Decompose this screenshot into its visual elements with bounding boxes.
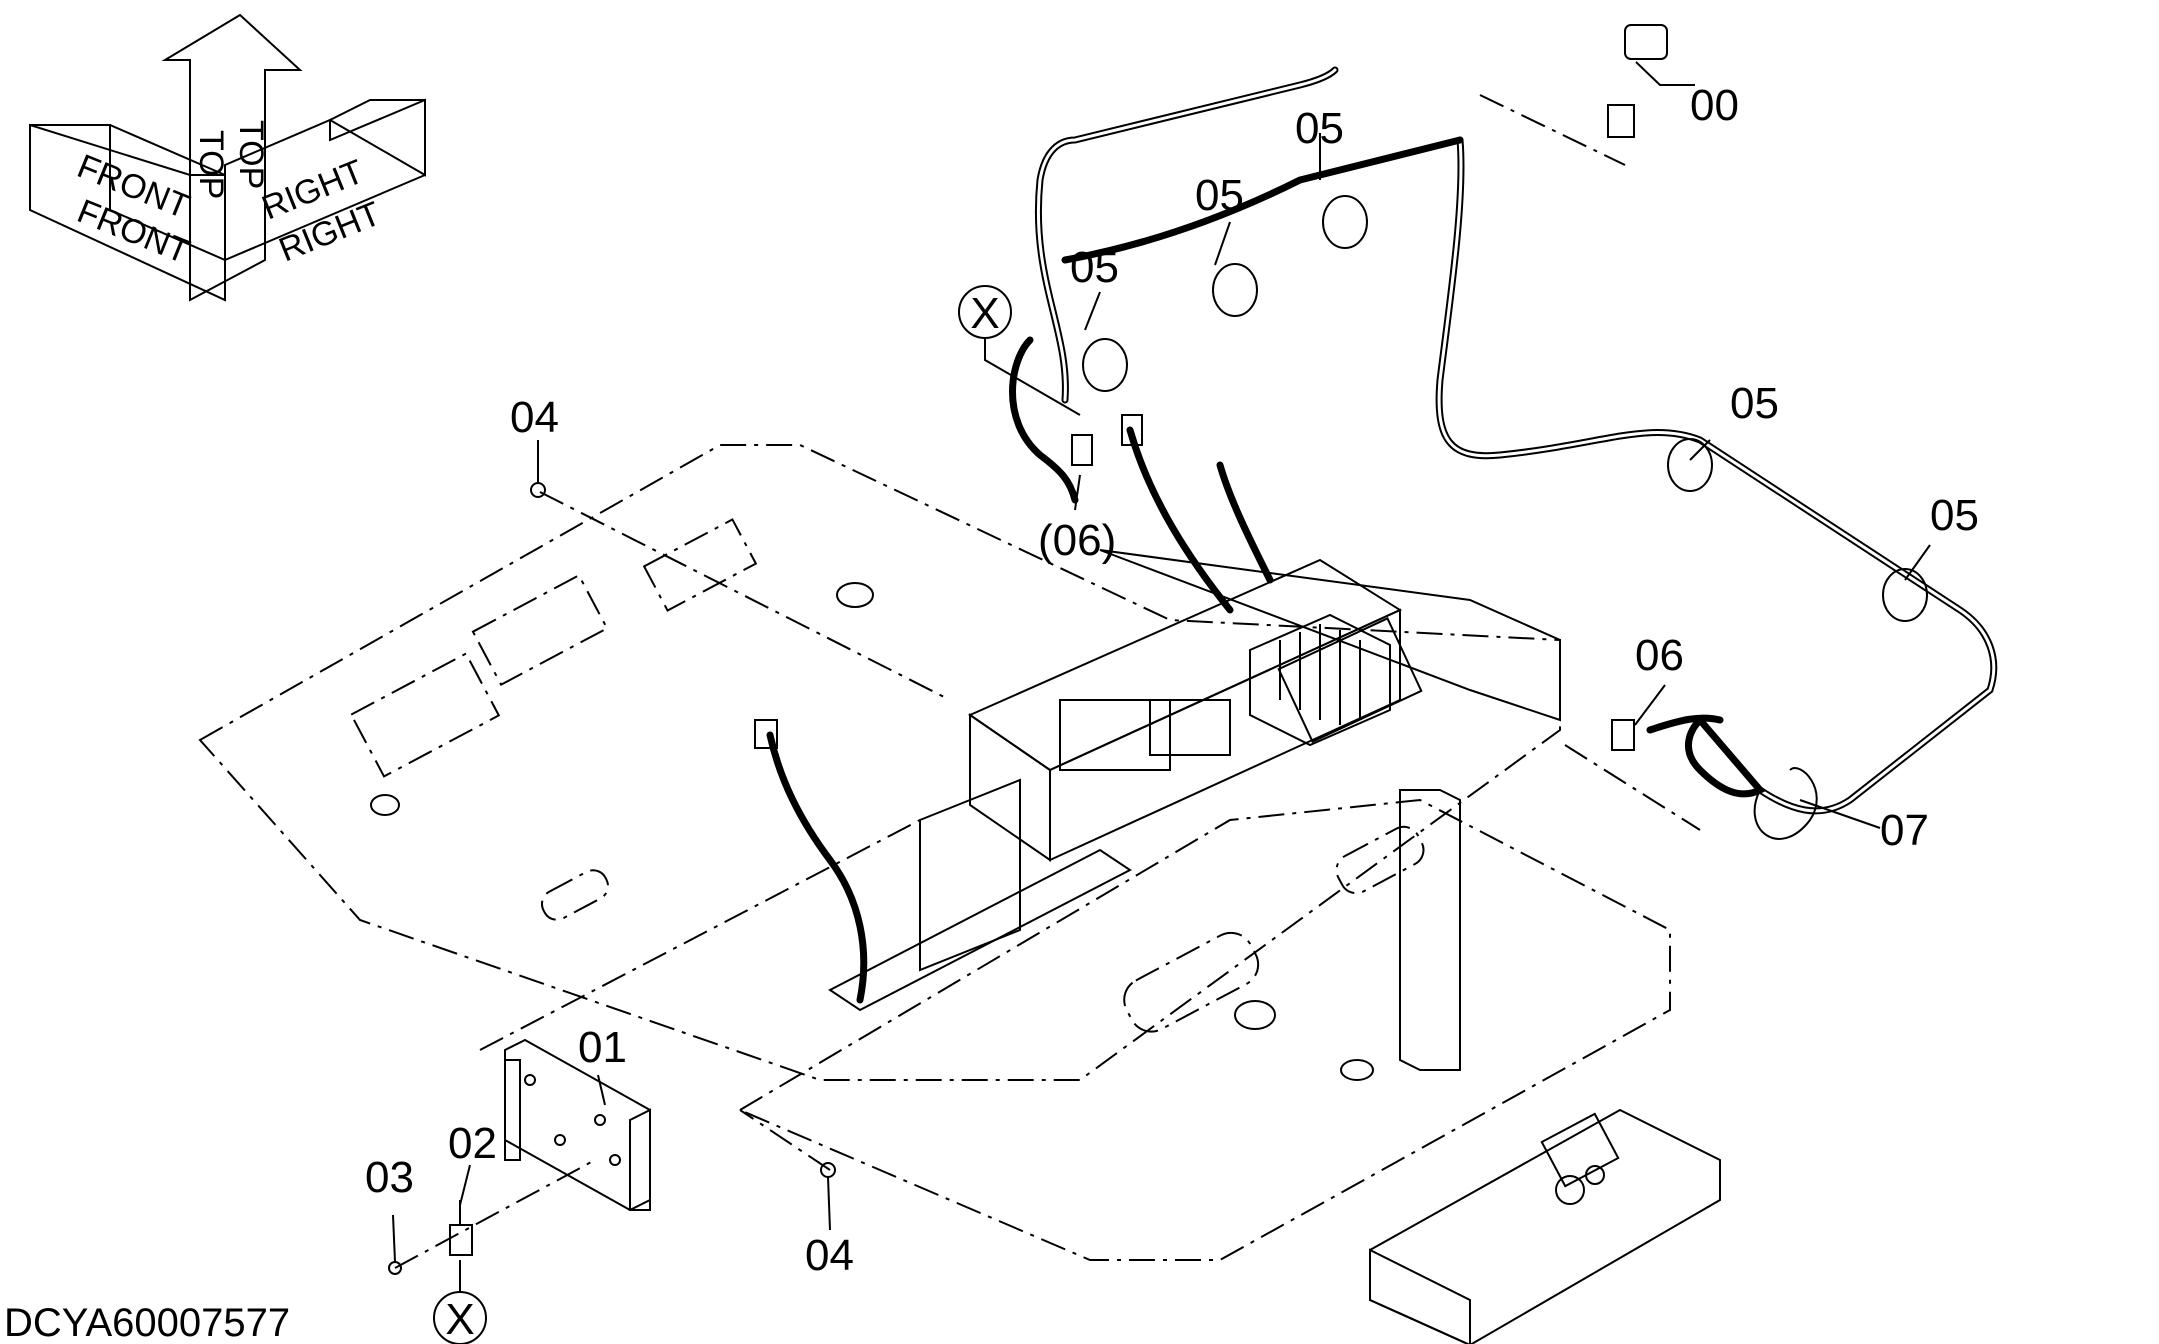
orientation-indicator: FRONT FRONT TOP TOP RIGHT RIGHT — [29, 13, 426, 302]
callout-05-a: 05 — [1295, 104, 1344, 153]
callout-05-c: 05 — [1070, 243, 1119, 292]
marker-x-bottom: X — [433, 1291, 487, 1344]
callout-00: 00 — [1690, 81, 1739, 130]
callout-06: 06 — [1635, 631, 1684, 680]
callout-01: 01 — [578, 1023, 627, 1072]
callout-05-e: 05 — [1930, 491, 1979, 540]
main-bracket-frame — [828, 549, 1561, 1071]
marker-x-bottom-label: X — [445, 1295, 474, 1344]
top-label-right: TOP — [232, 120, 270, 189]
callout-04-upper: 04 — [510, 393, 559, 442]
fuse-relay-box — [1059, 613, 1391, 771]
drawing-id: DCYA60007577 — [4, 1301, 290, 1344]
reference-lines — [394, 94, 1701, 1269]
floor-plate-lower — [737, 798, 1671, 1261]
screw-04-upper — [530, 482, 546, 498]
marker-x-top-label: X — [970, 289, 999, 338]
callout-05-d: 05 — [1730, 379, 1779, 428]
callout-05-b: 05 — [1195, 171, 1244, 220]
top-label-left: TOP — [192, 130, 230, 199]
relay-02 — [449, 1200, 473, 1256]
wire-harness — [754, 24, 1998, 1004]
callout-07: 07 — [1880, 806, 1929, 855]
leader-lines — [392, 61, 1931, 1292]
marker-x-top: X — [958, 285, 1012, 339]
floor-plate-upper — [198, 444, 1561, 1081]
bracket-plate-01 — [504, 1038, 651, 1212]
callout-03: 03 — [365, 1153, 414, 1202]
callout-02: 02 — [448, 1119, 497, 1168]
lower-right-module — [1369, 1108, 1721, 1344]
callout-04-lower: 04 — [805, 1231, 854, 1280]
callout-06-ref: (06) — [1038, 516, 1116, 565]
